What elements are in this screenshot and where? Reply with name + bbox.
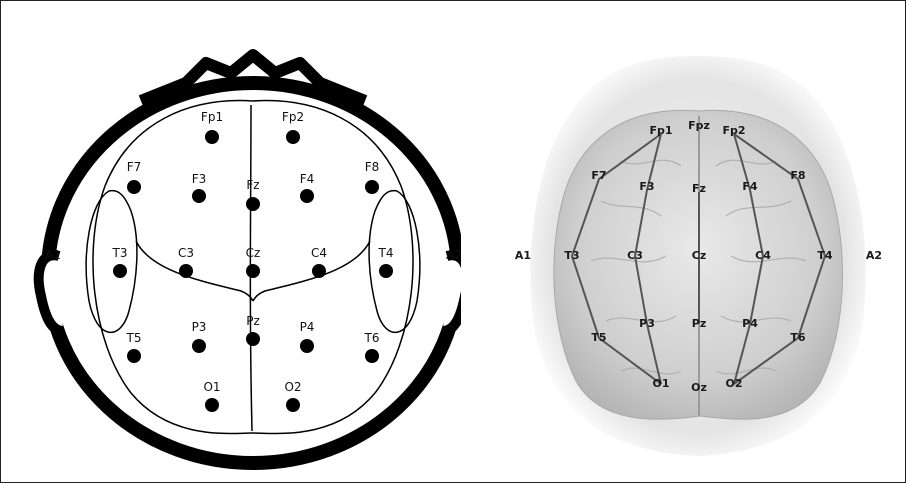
brain-label-p4: P4: [742, 317, 758, 330]
brain-label-t5: T5: [591, 331, 606, 344]
brain-label-f8: F8: [790, 169, 805, 182]
brain-label-fpz: Fpz: [688, 119, 710, 132]
brain-label-cz: Cz: [692, 249, 706, 262]
brain-label-f4: F4: [742, 180, 758, 193]
brain-label-o2: O2: [725, 377, 742, 390]
brain-label-t6: T6: [790, 331, 806, 344]
brain-label-c4: C4: [755, 249, 771, 262]
brain-label-t3: T3: [564, 249, 579, 262]
brain-label-fp2: Fp2: [722, 124, 745, 137]
brain-label-pz: Pz: [692, 317, 706, 330]
brain-label-f7: F7: [591, 169, 606, 182]
brain-label-oz: Oz: [691, 381, 707, 394]
brain-label-o1: O1: [652, 377, 669, 390]
brain-label-p3: P3: [639, 317, 655, 330]
brain-label-f3: F3: [639, 180, 654, 193]
brain-label-a2: A2: [866, 249, 882, 262]
brain-label-fp1: Fp1: [649, 124, 672, 137]
brain-label-c3: C3: [627, 249, 643, 262]
brain-label-a1: A1: [515, 249, 531, 262]
brain-label-t4: T4: [817, 249, 833, 262]
brain-label-fz: Fz: [692, 182, 706, 195]
